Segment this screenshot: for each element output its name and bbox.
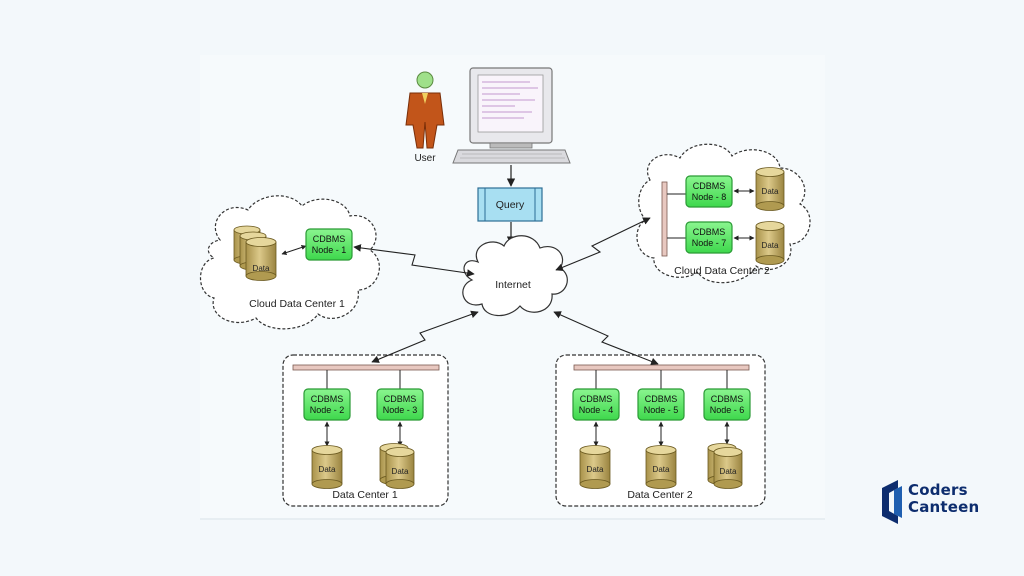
data-label: Data bbox=[319, 465, 336, 474]
database-cylinder-stack: Data bbox=[233, 225, 277, 281]
network-bus bbox=[661, 181, 668, 257]
brand-name-line2: Canteen bbox=[908, 498, 980, 516]
database-cylinder: Data bbox=[311, 445, 343, 489]
database-cylinder: Data bbox=[755, 167, 785, 211]
database-cylinder-stack: Data bbox=[379, 443, 415, 489]
link-dc1 bbox=[371, 310, 479, 363]
database-cylinder-stack: Data bbox=[707, 443, 743, 489]
network-links bbox=[353, 217, 659, 366]
link-dc2 bbox=[553, 311, 659, 366]
user-icon bbox=[405, 71, 445, 149]
cloud-data-center-1-label: Cloud Data Center 1 bbox=[249, 298, 345, 310]
brand-name-line1: Coders bbox=[908, 481, 968, 499]
internet-cloud: Internet bbox=[462, 235, 568, 317]
data-center-2-label: Data Center 2 bbox=[627, 489, 693, 501]
internet-label: Internet bbox=[495, 279, 531, 291]
data-label: Data bbox=[653, 465, 670, 474]
query-label: Query bbox=[496, 199, 525, 211]
data-label: Data bbox=[253, 264, 270, 273]
data-label: Data bbox=[392, 467, 409, 476]
network-bus bbox=[292, 364, 440, 371]
link-cloud-dc2 bbox=[555, 217, 651, 271]
data-label: Data bbox=[720, 467, 737, 476]
brand-mark-icon bbox=[882, 480, 902, 524]
data-label: Data bbox=[587, 465, 604, 474]
link-cloud-dc1 bbox=[353, 244, 475, 277]
data-label: Data bbox=[762, 187, 779, 196]
database-cylinder: Data bbox=[755, 221, 785, 265]
database-cylinder: Data bbox=[579, 445, 611, 489]
cloud-data-center-2-label: Cloud Data Center 2 bbox=[674, 265, 770, 277]
database-cylinder: Data bbox=[645, 445, 677, 489]
data-center-1-label: Data Center 1 bbox=[332, 489, 398, 501]
user-label: User bbox=[414, 153, 436, 164]
query-box: Query bbox=[477, 187, 543, 222]
computer-icon bbox=[452, 67, 571, 164]
brand-logo: Coders Canteen bbox=[878, 476, 998, 528]
data-label: Data bbox=[762, 241, 779, 250]
network-bus bbox=[573, 364, 750, 371]
